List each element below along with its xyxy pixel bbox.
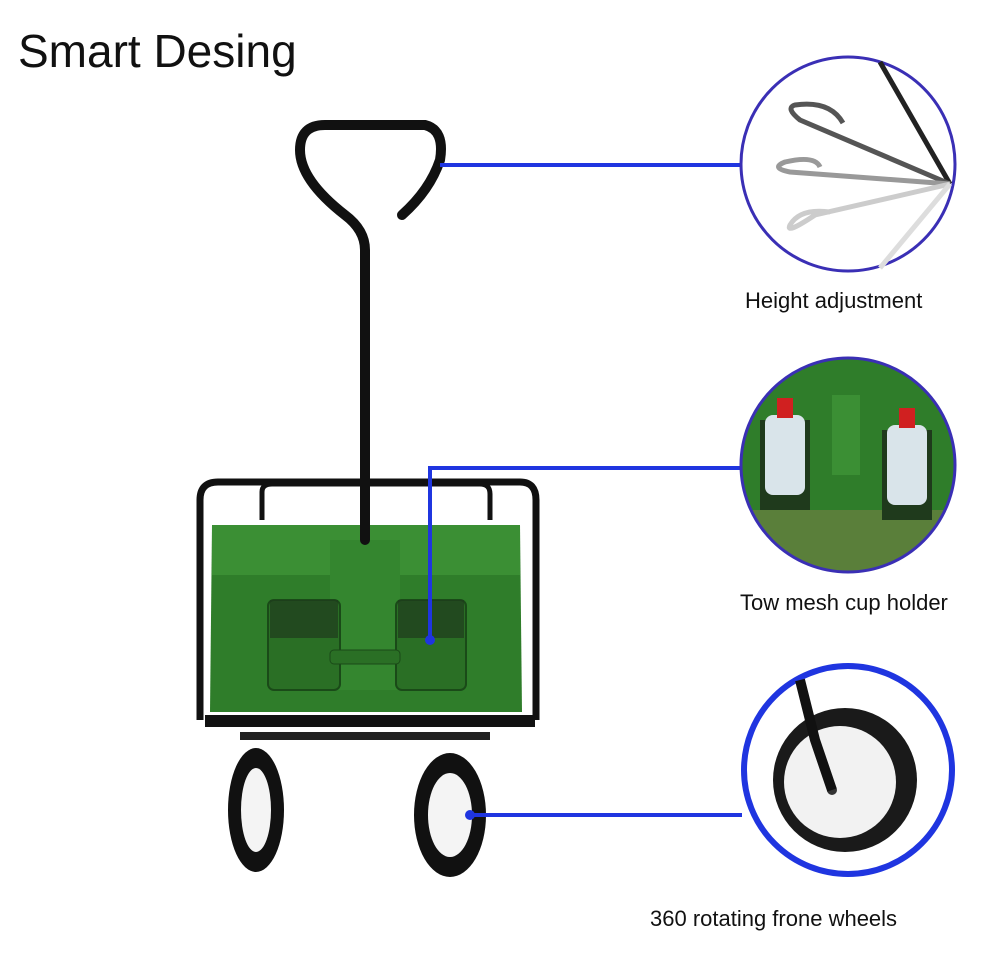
wagon-image xyxy=(196,120,540,877)
cup-holder-detail xyxy=(739,356,957,574)
height-adjustment-detail xyxy=(739,55,957,273)
wheel-detail xyxy=(741,663,955,877)
feature-label-cup-holder: Tow mesh cup holder xyxy=(740,590,948,615)
page-title: Smart Desing xyxy=(18,25,297,77)
feature-label-wheels: 360 rotating frone wheels xyxy=(650,906,898,931)
connector-lines xyxy=(428,163,742,817)
feature-label-height-adjustment: Height adjustment xyxy=(745,288,923,313)
